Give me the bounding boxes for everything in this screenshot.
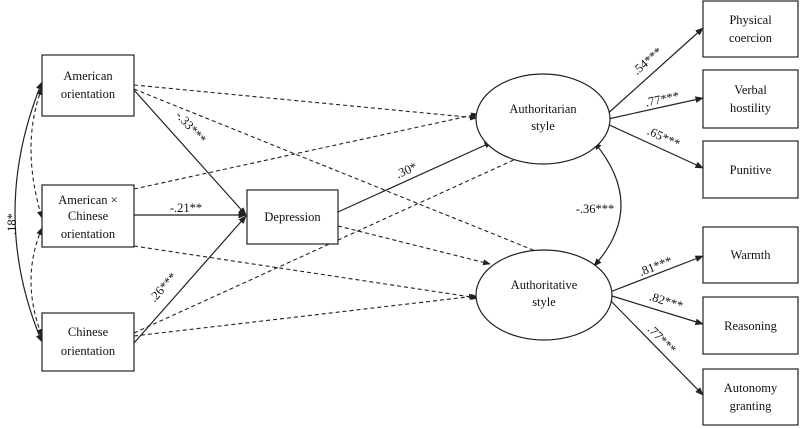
svg-text:Verbal: Verbal [734, 83, 767, 97]
svg-text:Autonomy: Autonomy [724, 381, 778, 395]
cov-american-chinese [14, 81, 43, 343]
node-authoritarian-style: Authoritarian style [475, 73, 611, 165]
svg-text:Authoritative: Authoritative [511, 278, 578, 292]
node-autonomy-granting: Autonomy granting [702, 368, 799, 426]
node-physical-coercion: Physical coercion [702, 0, 799, 58]
path-interaction-authoritative [133, 245, 479, 301]
svg-text:Punitive: Punitive [730, 163, 772, 177]
svg-text:Authoritarian: Authoritarian [509, 102, 577, 116]
svg-text:granting: granting [730, 399, 772, 413]
coef-physical-coercion: .54*** [630, 44, 665, 77]
cov-interaction-chinese [30, 227, 43, 337]
cov-authoritarian-authoritative [593, 141, 622, 267]
path-american-authoritative [133, 88, 549, 257]
svg-text:hostility: hostility [730, 101, 772, 115]
node-authoritative-style: Authoritative style [475, 249, 613, 341]
path-authoritarian-physical [604, 27, 704, 117]
path-american-depression [133, 89, 247, 216]
svg-text:American: American [63, 69, 113, 83]
coef-styles-covariance: -.36*** [576, 202, 615, 216]
node-chinese-orientation: Chinese orientation [41, 312, 135, 372]
path-interaction-authoritarian [133, 112, 479, 190]
node-reasoning: Reasoning [702, 296, 799, 355]
svg-text:Depression: Depression [264, 210, 321, 224]
svg-text:orientation: orientation [61, 344, 116, 358]
coef-autonomy-granting: .77*** [645, 322, 679, 356]
path-american-authoritarian [133, 84, 478, 121]
path-chinese-authoritarian [133, 147, 541, 334]
svg-text:American ×: American × [58, 193, 117, 207]
svg-text:Chinese: Chinese [68, 325, 109, 339]
coef-verbal-hostility: .77*** [644, 89, 681, 110]
path-authoritarian-verbal [607, 96, 704, 120]
coef-depression-authoritarian: .30* [394, 160, 420, 182]
svg-text:orientation: orientation [61, 87, 116, 101]
path-depression-authoritative [337, 225, 491, 266]
path-depression-authoritarian [337, 141, 493, 213]
path-authoritative-autonomy [609, 299, 704, 396]
coef-american-chinese: .18* [5, 213, 19, 235]
svg-text:orientation: orientation [61, 227, 116, 241]
node-verbal-hostility: Verbal hostility [702, 69, 799, 129]
coef-punitive: .65*** [645, 124, 682, 151]
node-warmth: Warmth [702, 226, 799, 284]
svg-text:Physical: Physical [729, 13, 772, 27]
svg-text:coercion: coercion [729, 31, 773, 45]
svg-text:Warmth: Warmth [731, 248, 772, 262]
coef-american-depression: -.33*** [173, 108, 209, 146]
svg-text:Reasoning: Reasoning [724, 319, 778, 333]
svg-text:style: style [532, 295, 556, 309]
coef-interaction-depression: -.21** [170, 201, 202, 215]
path-authoritarian-punitive [604, 122, 704, 169]
coef-chinese-depression: .26*** [146, 270, 179, 305]
svg-text:style: style [531, 119, 555, 133]
path-authoritative-warmth [609, 255, 704, 293]
path-chinese-authoritative [133, 293, 477, 337]
node-depression: Depression [246, 189, 339, 245]
coef-reasoning: .82*** [648, 289, 685, 312]
path-chinese-depression [133, 215, 247, 344]
svg-text:Chinese: Chinese [68, 209, 109, 223]
node-punitive: Punitive [702, 140, 799, 199]
node-american-orientation: American orientation [41, 54, 135, 117]
node-american-chinese-interaction: American × Chinese orientation [41, 184, 135, 248]
path-authoritative-reasoning [611, 295, 704, 325]
coef-warmth: .81*** [637, 254, 674, 279]
